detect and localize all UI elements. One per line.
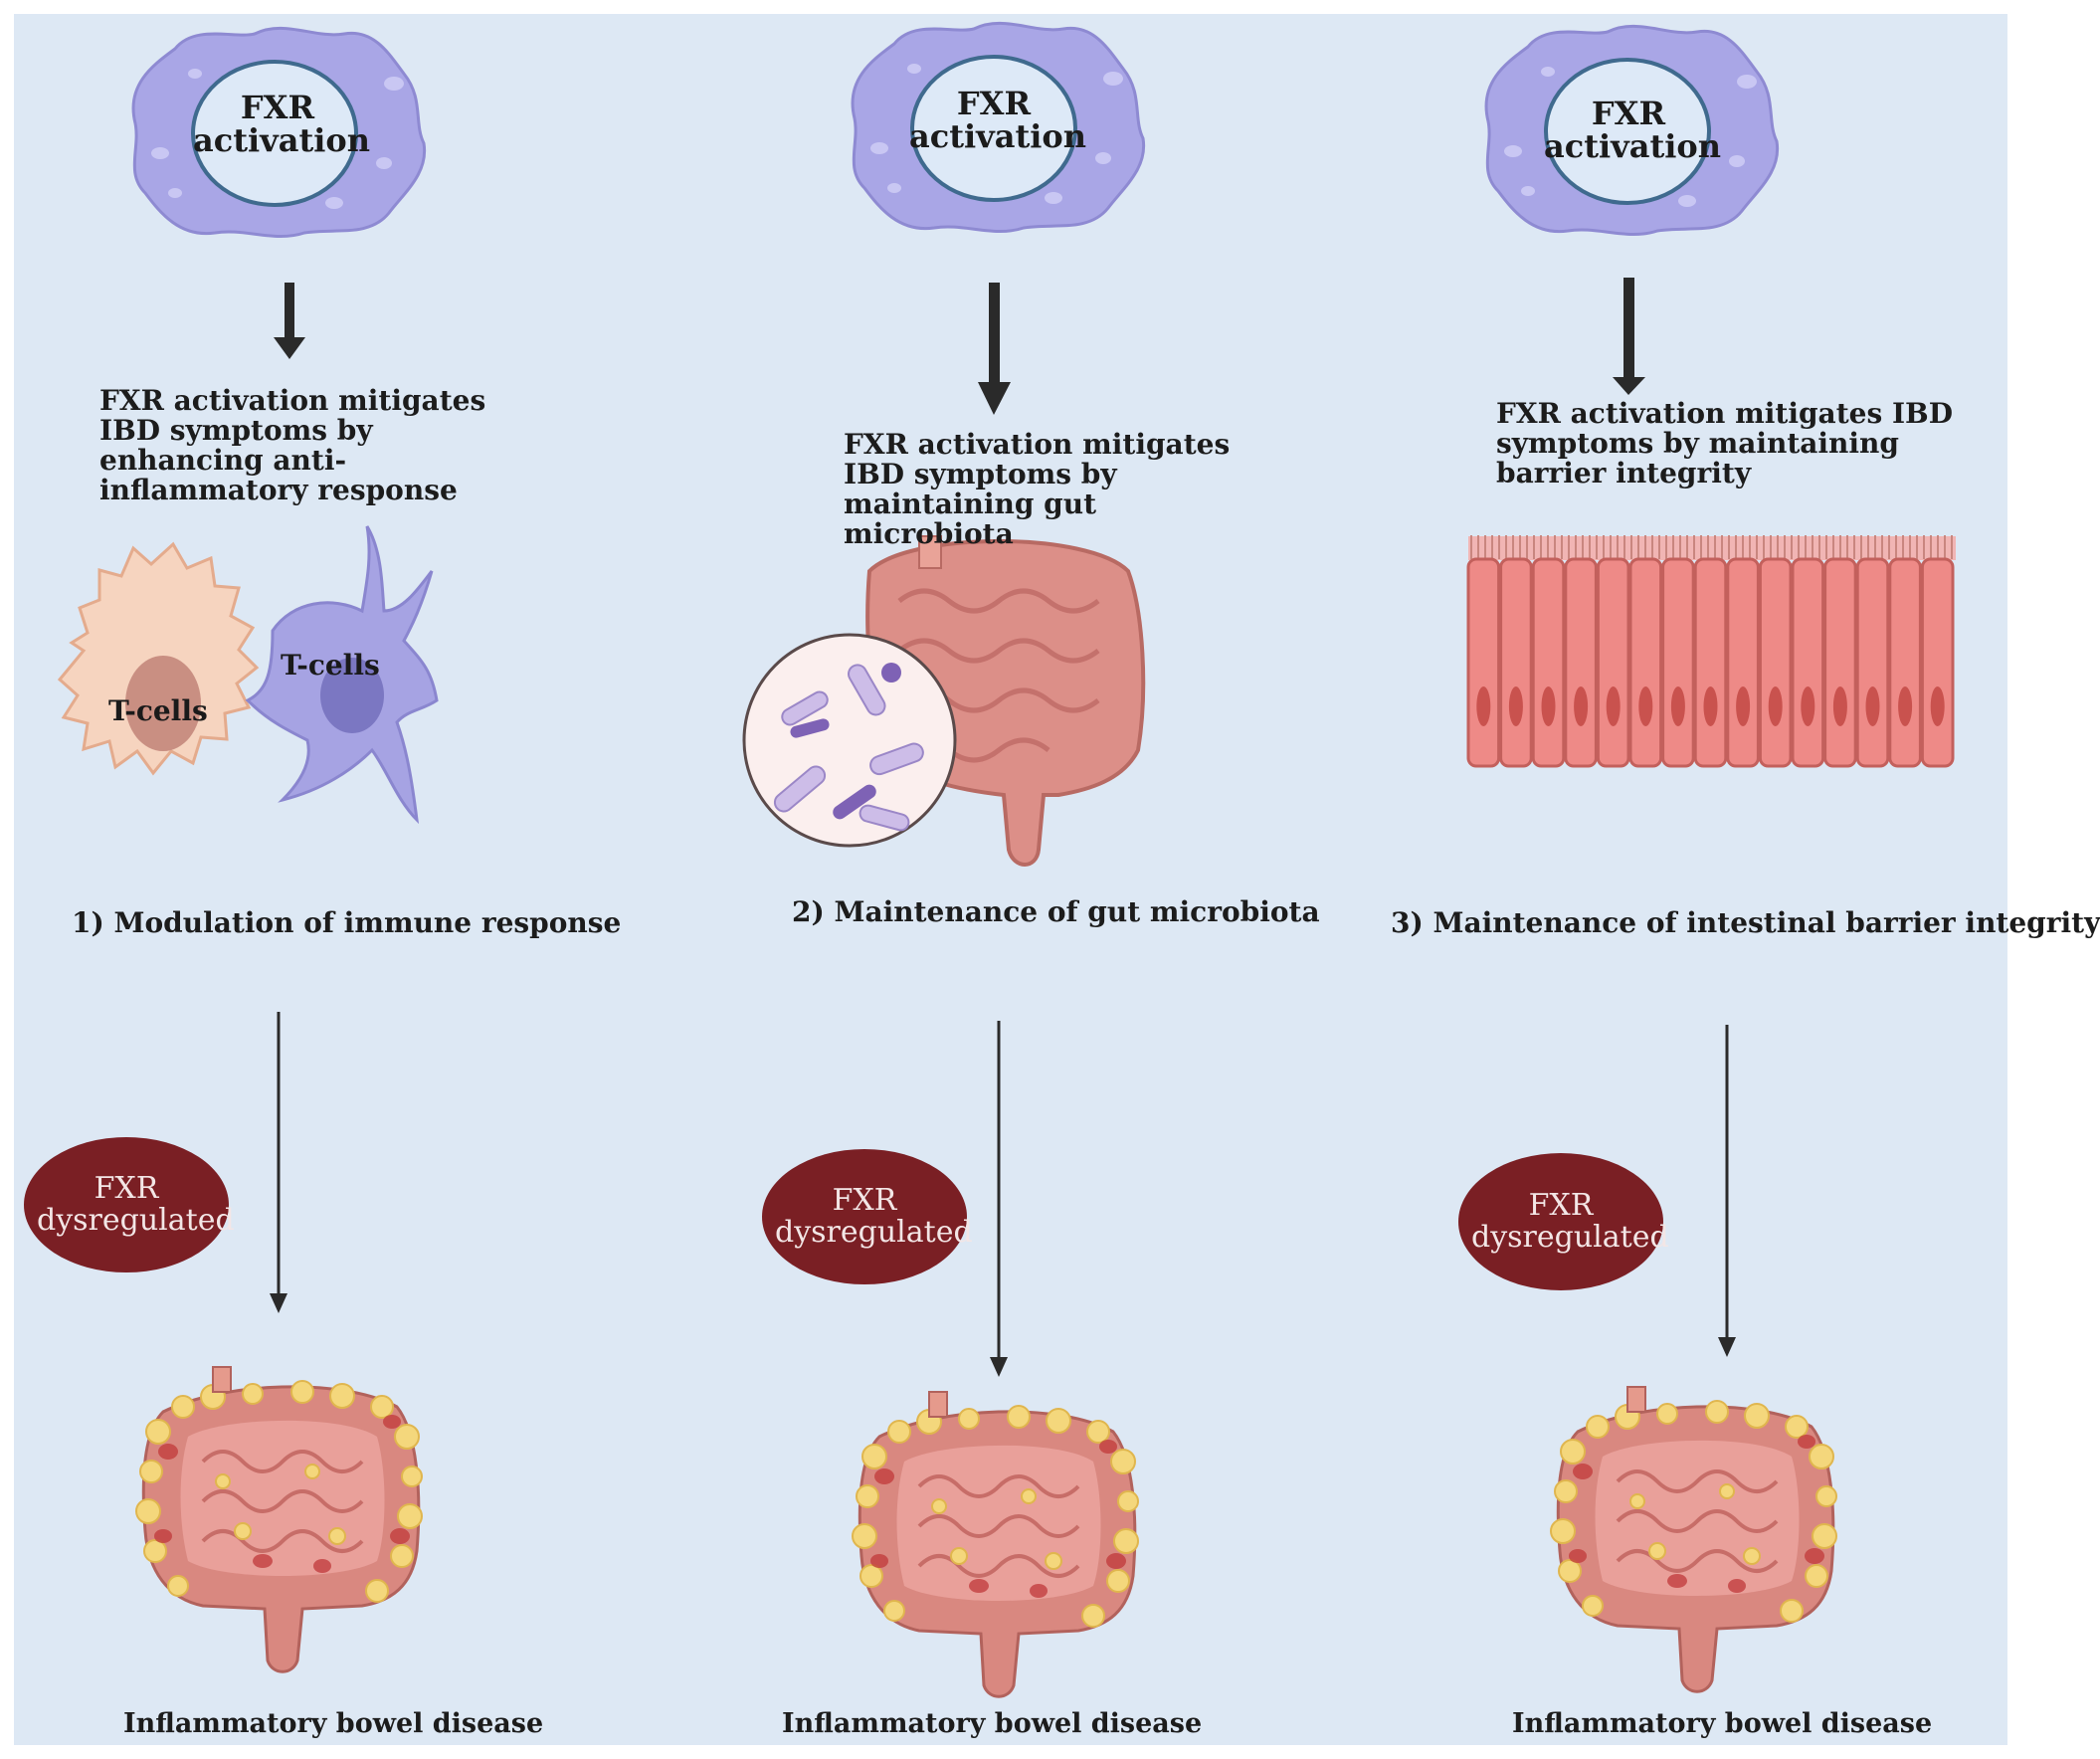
dys-line2: dysregulated — [775, 1215, 973, 1250]
panel-title: 1) Modulation of immune response — [72, 906, 622, 939]
t-cell-purple-icon — [245, 525, 439, 825]
cell-nucleus — [1865, 686, 1880, 726]
dysregulated-oval — [1458, 1153, 1663, 1290]
dysregulated-oval — [24, 1137, 229, 1272]
cell-nucleus — [1508, 686, 1523, 726]
cell-nucleus — [1476, 686, 1491, 726]
fxr-dysregulated-label: FXR dysregulated — [37, 1171, 235, 1238]
thin-arrowheads — [270, 1293, 1736, 1377]
cell-nucleus — [1703, 686, 1718, 726]
fxr-activation-label: FXR activation — [1544, 95, 1722, 165]
epithelial-cell — [1823, 557, 1857, 768]
cell-nucleus — [1930, 686, 1945, 726]
cell-nucleus — [1736, 686, 1751, 726]
outcome-label: Inflammatory bowel disease — [123, 1708, 544, 1739]
inflamed-colon-icon — [134, 1365, 424, 1674]
cell-nucleus — [1606, 686, 1621, 726]
dys-line1: FXR — [1528, 1188, 1594, 1223]
thin-arrows — [277, 1012, 1729, 1357]
cell-nucleus — [1638, 686, 1653, 726]
figure-panel: FXR activation FXR activation mitigates … — [14, 14, 2100, 1745]
t-cells-label: T-cells — [108, 694, 208, 727]
diagram-artwork — [24, 21, 1956, 1699]
epithelial-cell — [1531, 557, 1566, 768]
epithelial-cell — [1564, 557, 1598, 768]
epithelial-cell — [1661, 557, 1695, 768]
epithelial-cell — [1758, 557, 1793, 768]
dys-line2: dysregulated — [37, 1203, 235, 1238]
microbiota-magnifier-icon — [742, 633, 957, 848]
cell-nucleus — [1541, 686, 1556, 726]
epithelial-cell — [1888, 557, 1922, 768]
mechanism-text: FXR activation mitigates IBD symptoms by… — [99, 384, 486, 506]
epithelial-cell — [1499, 557, 1533, 768]
fxr-label-line2: activation — [909, 117, 1087, 155]
fxr-activation-label: FXR activation — [193, 89, 371, 159]
cell-nucleus — [1574, 686, 1589, 726]
epithelial-cell — [1596, 557, 1630, 768]
cell-nucleus — [1832, 686, 1847, 726]
inflamed-colon-icon — [1549, 1385, 1838, 1694]
epithelial-cell — [1726, 557, 1760, 768]
fxr-label-line2: activation — [1544, 127, 1722, 165]
panel-title: 3) Maintenance of intestinal barrier int… — [1391, 906, 2100, 939]
inflamed-colon-icon — [851, 1390, 1140, 1699]
fxr-dysregulated-label: FXR dysregulated — [1471, 1188, 1669, 1255]
epithelial-barrier-icon — [1466, 535, 1956, 768]
outcome-label: Inflammatory bowel disease — [1512, 1708, 1933, 1739]
epithelial-cell — [1466, 557, 1501, 768]
fxr-dysregulated-label: FXR dysregulated — [775, 1183, 973, 1250]
cell-nucleus — [1670, 686, 1685, 726]
mechanism-text: FXR activation mitigates IBD symptoms by… — [844, 428, 1231, 550]
t-cell-pink-icon — [57, 541, 260, 776]
fxr-activation-label: FXR activation — [909, 85, 1087, 155]
epithelial-cell — [1855, 557, 1890, 768]
epithelial-cell — [1920, 557, 1955, 768]
dys-line2: dysregulated — [1471, 1220, 1669, 1255]
cell-nucleus — [1801, 686, 1815, 726]
dys-line1: FXR — [94, 1171, 159, 1206]
t-cells-label: T-cells — [281, 649, 380, 682]
epithelial-cell — [1791, 557, 1825, 768]
dysregulated-oval — [762, 1149, 967, 1284]
epithelial-cell — [1628, 557, 1663, 768]
cell-nucleus — [1768, 686, 1783, 726]
cell-nucleus — [1898, 686, 1913, 726]
outcome-label: Inflammatory bowel disease — [782, 1708, 1203, 1739]
fxr-label-line1: FXR — [956, 85, 1032, 122]
thick-arrows — [274, 278, 1645, 415]
panel-title: 2) Maintenance of gut microbiota — [792, 895, 1320, 928]
dys-line1: FXR — [832, 1183, 897, 1218]
fxr-label-line1: FXR — [240, 89, 315, 126]
mechanism-text: FXR activation mitigates IBD symptoms by… — [1496, 397, 1954, 489]
fxr-label-line1: FXR — [1591, 95, 1666, 132]
fxr-label-line2: activation — [193, 121, 371, 159]
epithelial-cell — [1693, 557, 1728, 768]
